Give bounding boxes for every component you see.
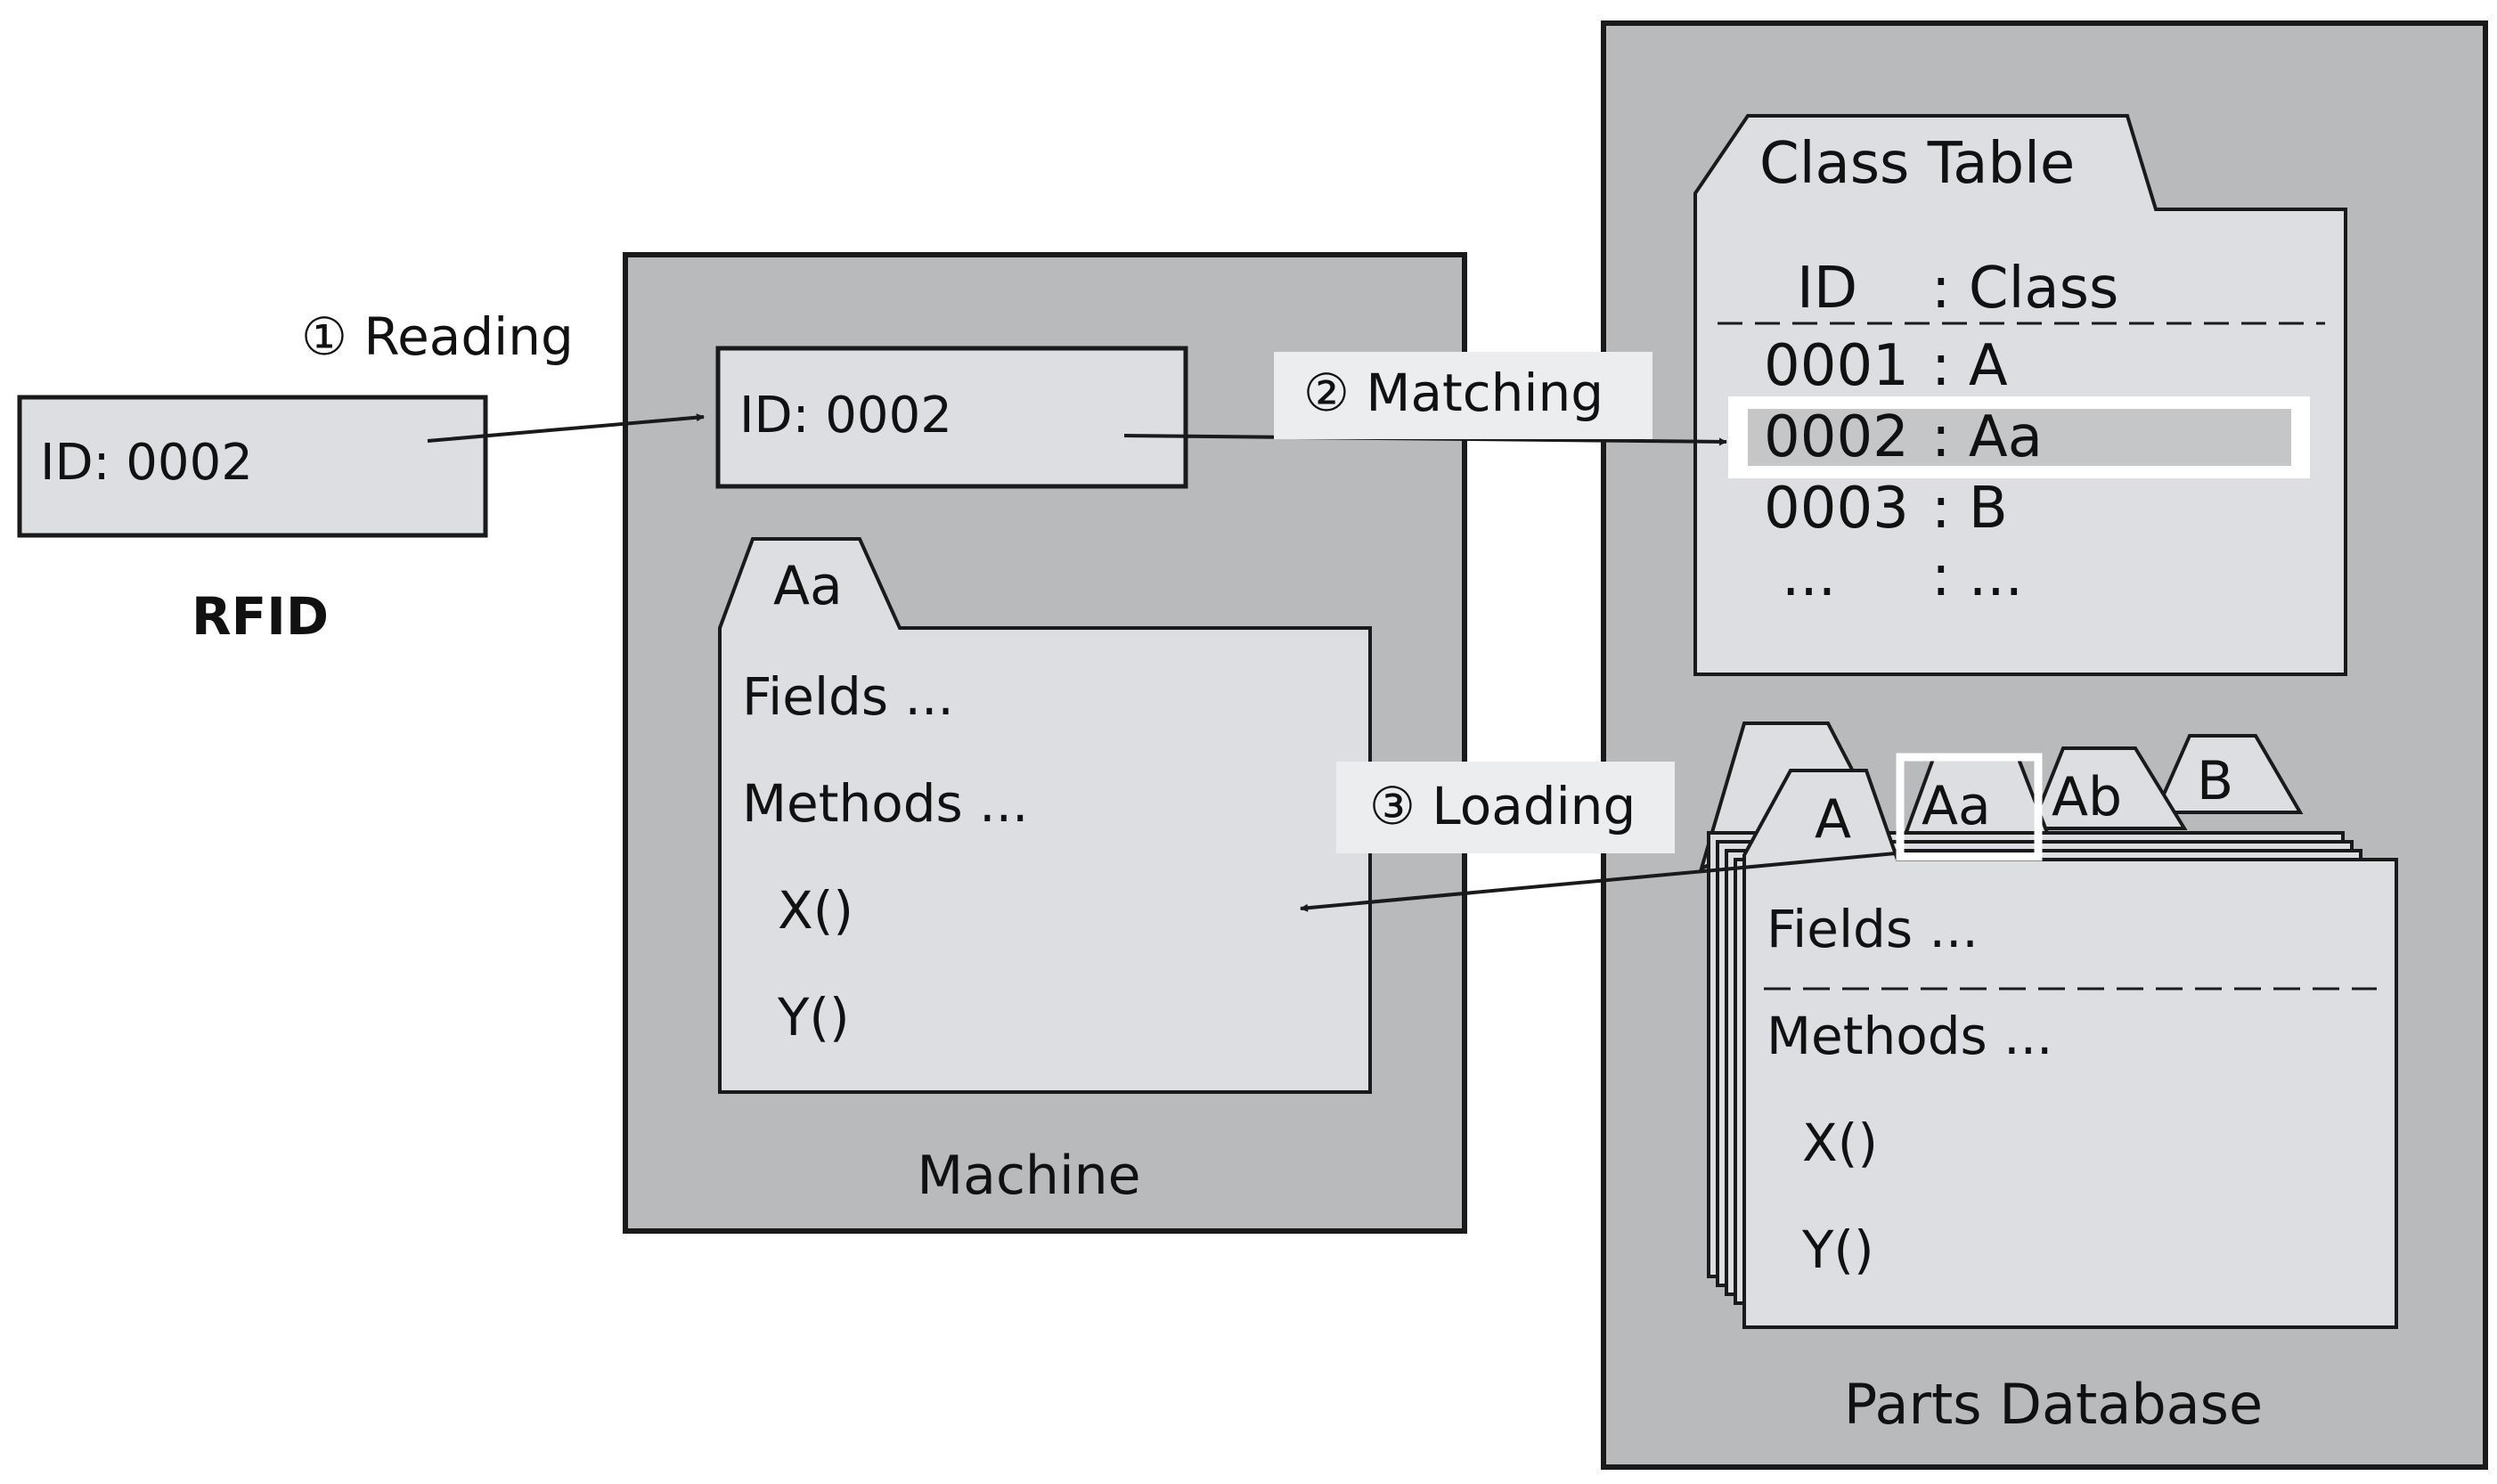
class-file-tab-aa-highlight bbox=[1896, 753, 2043, 861]
rfid-label: RFID bbox=[192, 586, 329, 647]
parts-database-label: Parts Database bbox=[1844, 1372, 2263, 1437]
class-table-row-class: : A bbox=[1931, 333, 2008, 399]
class-table-folder bbox=[1693, 114, 2347, 676]
class-file-front bbox=[1742, 769, 2398, 1329]
machine-method-y: Y() bbox=[777, 987, 850, 1048]
class-table-title: Class Table bbox=[1759, 131, 2075, 197]
flow-arrows: ① Reading ② Matching ③ Loading bbox=[301, 306, 1897, 912]
machine-id-text: ID: 0002 bbox=[739, 387, 952, 444]
class-table-row-highlight-fill bbox=[1748, 409, 2291, 466]
machine-folder-tab-label: Aa bbox=[773, 555, 843, 617]
class-file-tab-ab bbox=[2028, 746, 2188, 830]
class-table-row-id: 0003 bbox=[1764, 476, 1909, 542]
class-file-method-y: Y() bbox=[1801, 1219, 1874, 1280]
class-table-header-class: : Class bbox=[1931, 256, 2118, 322]
class-file-method-x: X() bbox=[1802, 1113, 1878, 1173]
class-table-row-class: : ... bbox=[1931, 543, 2023, 609]
rfid-group: ID: 0002 RFID bbox=[17, 395, 488, 647]
parts-database-group: Class Table ID : Class 0001 : A 0002 : A… bbox=[1601, 20, 2488, 1470]
rfid-tag-box bbox=[17, 395, 488, 538]
class-table-header-id: ID bbox=[1797, 256, 1857, 322]
step-matching-label-bg bbox=[1274, 352, 1652, 439]
step-loading-label: ③ Loading bbox=[1369, 776, 1636, 836]
step-loading-label-bg bbox=[1336, 762, 1675, 853]
class-file-tab-b bbox=[2152, 734, 2304, 814]
machine-id-box bbox=[715, 346, 1188, 489]
step-reading-label: ① Reading bbox=[301, 306, 574, 367]
class-files-stack: A Aa Ab B Fields ... Methods ... X() Y() bbox=[1698, 722, 2398, 1329]
machine-method-x: X() bbox=[778, 880, 853, 941]
machine-fields-text: Fields ... bbox=[742, 666, 954, 727]
class-table-row-class: : B bbox=[1931, 476, 2008, 542]
class-file-fields-text: Fields ... bbox=[1767, 899, 1979, 959]
class-table-row-id: 0001 bbox=[1764, 333, 1909, 399]
class-table-row-id: ... bbox=[1782, 543, 1836, 609]
machine-methods-text: Methods ... bbox=[742, 773, 1029, 834]
class-file-tab-label: B bbox=[2197, 750, 2233, 812]
class-file-tab-label: Ab bbox=[2052, 766, 2122, 828]
class-file-tab-label: A bbox=[1815, 788, 1851, 851]
step-matching-label: ② Matching bbox=[1303, 363, 1603, 423]
class-file-tab-label: Aa bbox=[1922, 775, 1991, 837]
machine-label: Machine bbox=[917, 1145, 1140, 1207]
rfid-id-text: ID: 0002 bbox=[40, 434, 253, 492]
class-table-rows: 0001 : A 0002 : Aa 0003 : B ... : ... bbox=[1764, 333, 2043, 609]
class-table-row-id: 0002 bbox=[1764, 404, 1909, 470]
class-table-row-class: : Aa bbox=[1931, 404, 2043, 470]
machine-class-folder bbox=[718, 537, 1372, 1094]
reading-arrow bbox=[427, 413, 705, 443]
loading-arrow bbox=[1300, 852, 1897, 912]
class-file-methods-text: Methods ... bbox=[1767, 1006, 2053, 1066]
